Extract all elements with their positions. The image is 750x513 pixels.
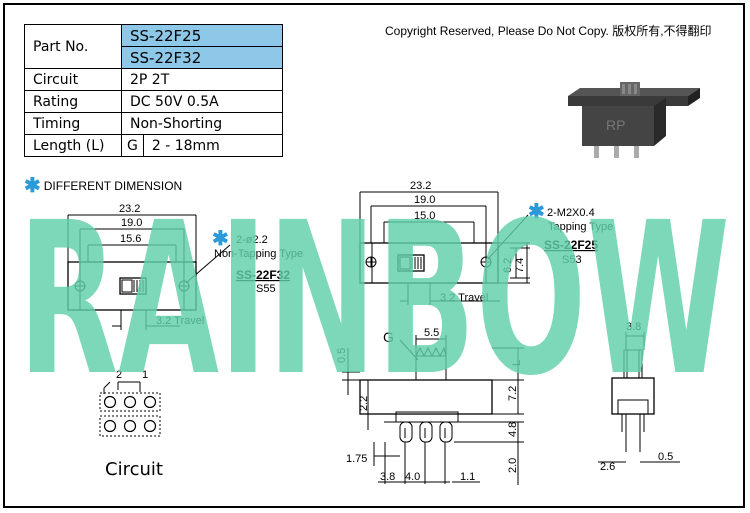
spec-table: Part No. SS-22F25 SS-22F32 Circuit 2P 2T… xyxy=(24,24,284,157)
front-dim-2-2: 2.2 xyxy=(358,396,370,411)
length-code: G xyxy=(121,134,144,157)
circuit-diagram xyxy=(99,381,161,437)
front-g-label: G xyxy=(383,329,394,345)
right-dim-7-4: 7.4 xyxy=(514,258,526,273)
front-dim-0-5: 0.5 xyxy=(336,348,348,363)
right-dim-15-0: 15.0 xyxy=(414,210,435,222)
circuit-row-label: Circuit xyxy=(24,68,122,91)
right-hole-type: Tapping Type xyxy=(548,221,613,233)
switch-photo: RP xyxy=(568,82,700,158)
front-dim-7-2: 7.2 xyxy=(507,386,519,401)
copyright-notice: Copyright Reserved, Please Do Not Copy. … xyxy=(385,24,712,38)
model-ss-22f25: SS-22F25 xyxy=(121,24,283,47)
left-dim-23-2: 23.2 xyxy=(119,203,140,215)
timing-row-value: Non-Shorting xyxy=(121,112,283,135)
left-dim-19-0: 19.0 xyxy=(121,217,142,229)
rainbow-watermark: RAINBOW xyxy=(18,177,730,422)
circuit-label: Circuit xyxy=(105,459,163,480)
circuit-pin-2: 2 xyxy=(116,369,122,381)
different-dimension-heading: ✱ DIFFERENT DIMENSION xyxy=(24,175,183,197)
front-view xyxy=(342,335,524,485)
right-top-view xyxy=(359,191,530,305)
left-dim-15-6: 15.6 xyxy=(120,233,141,245)
side-dim-0-5: 0.5 xyxy=(658,451,673,463)
right-dim-19-0: 19.0 xyxy=(414,194,435,206)
model-ss-22f32: SS-22F32 xyxy=(121,46,283,69)
left-code: S55 xyxy=(256,283,276,295)
right-travel: 3.2 Travel xyxy=(440,292,488,304)
front-dim-3-8: 3.8 xyxy=(380,471,395,483)
left-hole-spec: 2-ø2.2 xyxy=(236,234,268,246)
left-top-view xyxy=(67,214,231,330)
side-view xyxy=(598,332,680,463)
photo-mark: RP xyxy=(606,117,625,133)
front-dim-4-0: 4.0 xyxy=(405,471,420,483)
asterisk-icon: ✱ xyxy=(528,201,545,223)
asterisk-icon: ✱ xyxy=(212,228,229,250)
right-dim-6-2: 6.2 xyxy=(502,258,514,273)
page-frame xyxy=(3,3,745,508)
left-model: SS-22F32 xyxy=(236,268,290,282)
front-dim-4-8: 4.8 xyxy=(507,422,519,437)
length-row-label: Length (L) xyxy=(24,134,122,157)
circuit-pin-1: 1 xyxy=(142,369,148,381)
length-row-value: 2 - 18mm xyxy=(142,134,284,157)
right-model: SS-22F25 xyxy=(544,238,598,252)
right-hole-spec: 2-M2X0.4 xyxy=(547,207,595,219)
front-dim-1-1: 1.1 xyxy=(460,471,475,483)
front-dim-1-75: 1.75 xyxy=(346,453,367,465)
side-dim-2-6: 2.6 xyxy=(600,461,615,473)
left-hole-type: Non-Tapping Type xyxy=(214,248,303,260)
side-dim-3-8: 3.8 xyxy=(626,321,641,333)
asterisk-icon: ✱ xyxy=(24,175,41,197)
front-dim-5-5: 5.5 xyxy=(424,327,439,339)
different-dimension-label: DIFFERENT DIMENSION xyxy=(43,179,183,193)
right-dim-23-2: 23.2 xyxy=(410,180,431,192)
right-code: S53 xyxy=(562,254,582,266)
front-dim-l: L xyxy=(511,360,523,366)
left-travel: 3.2 Travel xyxy=(156,315,204,327)
front-dim-2-0: 2.0 xyxy=(507,458,519,473)
